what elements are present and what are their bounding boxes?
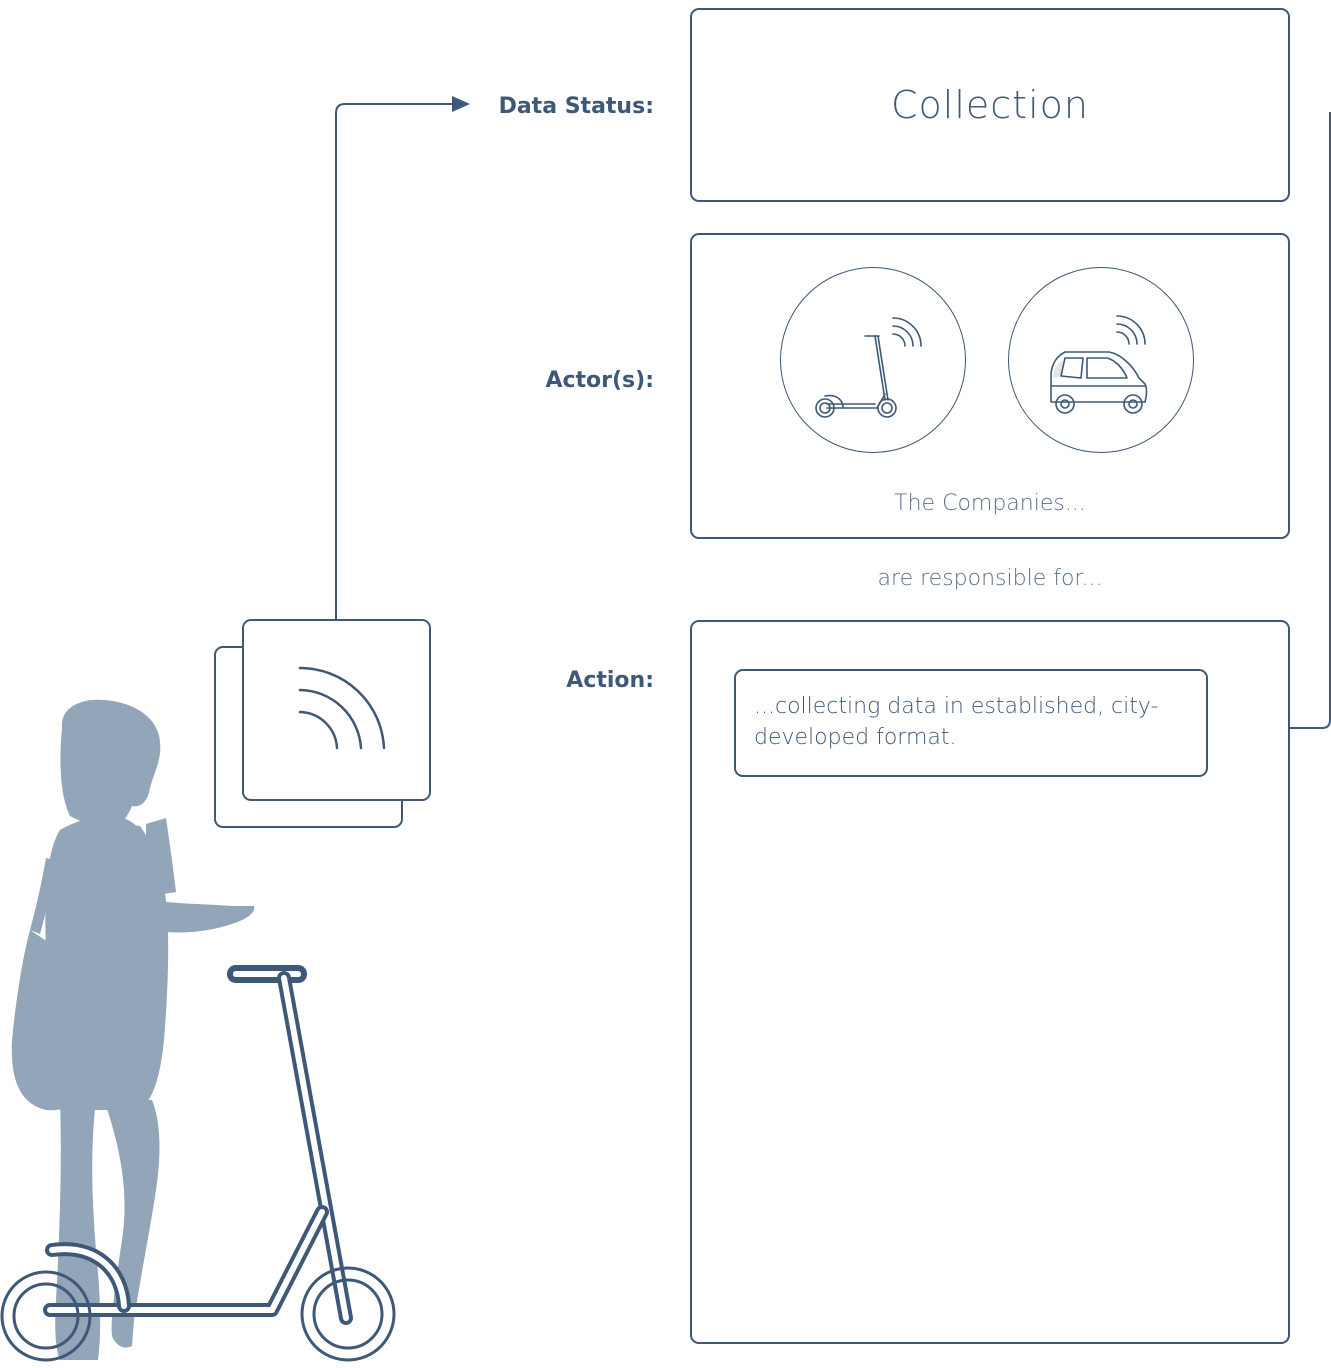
side-bracket — [1290, 112, 1331, 729]
action-card: ...collecting data in established, city-… — [690, 620, 1290, 1344]
connector-text: are responsible for... — [877, 566, 1103, 591]
actor-car — [1008, 267, 1194, 453]
data-status-value: Collection — [891, 83, 1089, 127]
scooter-icon — [815, 317, 922, 418]
actors-caption: The Companies... — [894, 491, 1086, 516]
action-description: ...collecting data in established, city-… — [734, 669, 1208, 777]
car-icon — [1050, 315, 1148, 414]
arrowhead-icon — [452, 96, 470, 112]
data-status-card: Collection — [690, 8, 1290, 202]
actors-card: The Companies... — [690, 233, 1290, 539]
person-silhouette — [11, 699, 255, 1360]
data-signal-tile — [214, 619, 431, 828]
scooter-illustration — [0, 965, 396, 1362]
actors-label: Actor(s): — [545, 368, 654, 393]
flow-arrow — [335, 103, 452, 620]
data-status-label: Data Status: — [498, 94, 654, 119]
actor-scooter — [780, 267, 966, 453]
signal-icon — [298, 666, 386, 750]
action-label: Action: — [566, 668, 654, 693]
